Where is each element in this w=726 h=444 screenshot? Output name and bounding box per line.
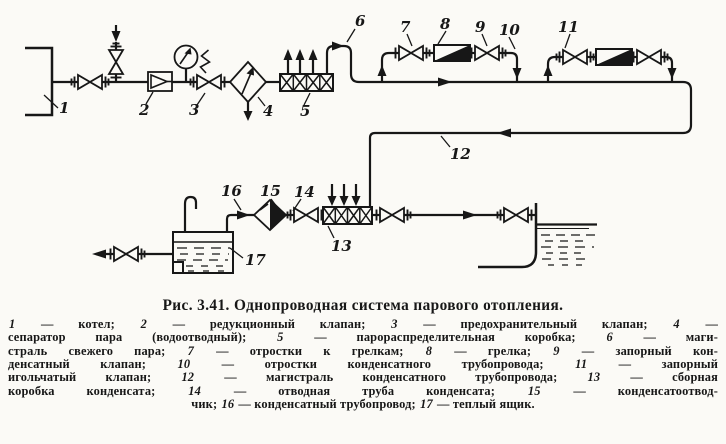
diagram-label-5: 5 xyxy=(300,102,310,120)
ship-side-and-sea xyxy=(478,203,597,269)
steam-heating-schematic: 1 2 3 4 5 6 7 8 9 10 11 12 13 14 15 16 1… xyxy=(25,12,693,274)
gauge-needle-icon xyxy=(184,47,192,55)
flow-arrow-left-icon xyxy=(497,128,511,138)
diagram-label-9: 9 xyxy=(475,18,486,36)
flow-arrow-left-icon xyxy=(92,249,106,259)
legend-line-1: 1 — котел; 2 — редукционный клапан; 3 — … xyxy=(9,317,719,331)
diagram-label-16: 16 xyxy=(221,182,242,200)
box13-right-valve xyxy=(375,206,412,224)
flow-arrows xyxy=(92,41,677,259)
condensate-shutoff-valve-9 xyxy=(470,44,507,62)
diagram-label-6: 6 xyxy=(355,12,366,30)
drain-arrow-icon xyxy=(243,111,253,121)
diagram-label-7: 7 xyxy=(400,18,411,36)
diagram-label-10: 10 xyxy=(499,21,520,39)
branch-vent-valve xyxy=(107,25,125,82)
diagram-label-17: 17 xyxy=(245,251,266,269)
diagram-label-15: 15 xyxy=(260,182,281,200)
boiler-outlet-valve xyxy=(70,73,110,91)
diagram-label-1: 1 xyxy=(59,99,69,117)
loop2-outlet-valve xyxy=(632,48,669,66)
heater-loop2 xyxy=(595,48,633,66)
label-leaders xyxy=(43,28,571,259)
figure-title: Рис. 3.41. Однопроводная система паровог… xyxy=(162,297,564,314)
tank-partition xyxy=(173,261,184,273)
diagram-label-3: 3 xyxy=(189,101,199,119)
spring-icon xyxy=(199,49,211,74)
legend-line-3: страль свежего пара; 7 — отростки к грел… xyxy=(8,343,719,358)
flow-arrow-down-icon xyxy=(111,31,121,42)
flow-arrow-up-icon xyxy=(543,65,553,76)
reduction-valve xyxy=(147,71,173,92)
condensate-inlet-arrows xyxy=(327,184,361,206)
heater-branch-valve-7 xyxy=(394,44,431,62)
flow-arrow-right-icon xyxy=(332,41,344,51)
diagram-label-2: 2 xyxy=(138,101,149,119)
steam-distribution-box xyxy=(279,49,334,92)
legend-line-2: сепаратор пара (водоотводный); 5 — парор… xyxy=(8,330,718,345)
figure-canvas: 1 2 3 4 5 6 7 8 9 10 11 12 13 14 15 16 1… xyxy=(25,12,693,274)
diagram-label-11: 11 xyxy=(558,18,579,36)
boiler xyxy=(25,46,54,117)
steam-trap xyxy=(252,198,288,232)
legend-line-6: коробка конденсата; 14 — отводная труба … xyxy=(8,383,718,398)
diagram-label-12: 12 xyxy=(450,145,471,163)
flow-arrow-right-icon xyxy=(463,210,477,220)
pressure-gauge xyxy=(173,44,199,82)
figure-legend: 1 — котел; 2 — редукционный клапан; 3 — … xyxy=(8,317,719,412)
needle-valve-11 xyxy=(555,48,595,66)
flow-arrow-right-icon xyxy=(237,210,250,220)
diagram-label-13: 13 xyxy=(331,237,352,255)
diagram-label-4: 4 xyxy=(263,102,273,120)
steam-separator xyxy=(228,60,268,121)
flow-arrow-up-icon xyxy=(377,65,387,76)
diagram-label-8: 8 xyxy=(440,15,451,33)
heater-8 xyxy=(433,44,471,62)
box13-left-valve xyxy=(286,206,323,224)
legend-line-7: чик; 16 — конденсатный трубопровод; 17 —… xyxy=(191,397,535,412)
flow-arrow-right-icon xyxy=(438,77,452,87)
diagram-number-labels: 1 2 3 4 5 6 7 8 9 10 11 12 13 14 15 16 1… xyxy=(59,12,579,269)
tank-drain-valve xyxy=(109,245,146,263)
flow-arrow-down-icon xyxy=(512,68,522,79)
legend-line-5: игольчатый клапан; 12 — магистраль конде… xyxy=(8,370,718,385)
steam-outlet-arrows xyxy=(283,49,318,74)
condensate-collection-box xyxy=(322,184,373,225)
safety-valve xyxy=(189,49,226,91)
overboard-valve xyxy=(496,206,533,224)
warm-box-tank xyxy=(172,195,234,274)
diagram-label-14: 14 xyxy=(294,183,315,201)
steam-main-pipe xyxy=(52,44,693,207)
figure-caption: Рис. 3.41. Однопроводная система паровог… xyxy=(0,293,726,411)
flow-arrow-down-icon xyxy=(667,68,677,79)
vent-pipe xyxy=(183,195,198,232)
legend-line-4: денсатный клапан; 10 — отростки конденса… xyxy=(8,357,718,372)
